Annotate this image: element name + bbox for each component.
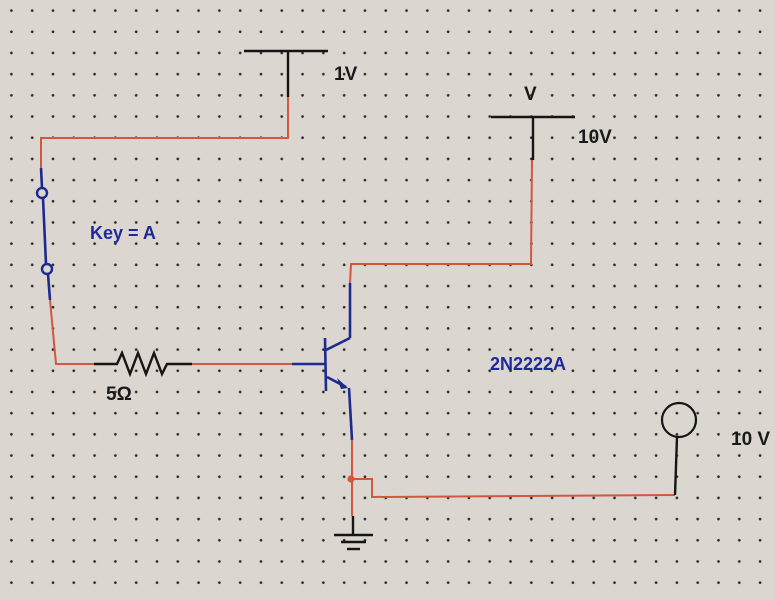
vcc-10v-name-label: V <box>524 84 537 105</box>
probe-lead <box>673 436 679 496</box>
transistor-collector-diag <box>325 336 351 352</box>
wire-vcc1-to-switch <box>40 97 289 168</box>
resistor-5ohm[interactable] <box>94 349 192 378</box>
vcc-10v-value-label: 10V <box>578 127 612 148</box>
ground-symbol[interactable] <box>334 516 373 551</box>
key-switch[interactable] <box>35 167 54 301</box>
resistor-zigzag <box>94 349 192 378</box>
wire-switch-to-resistor <box>49 299 94 365</box>
switch-contact-bottom <box>40 262 54 276</box>
transistor-emitter-lead <box>347 387 354 441</box>
voltage-probe[interactable] <box>660 401 698 496</box>
switch-key-label: Key = A <box>90 223 156 243</box>
switch-contact-top <box>35 186 49 200</box>
probe-circle <box>660 401 698 439</box>
vcc-10v-source[interactable] <box>491 115 575 160</box>
wire-emitter-to-probe <box>351 478 676 499</box>
transistor-emitter-arrow <box>337 378 348 389</box>
wire-collector-to-vcc <box>349 159 533 284</box>
vcc-1v-source[interactable] <box>244 49 328 97</box>
transistor-label: 2N2222A <box>490 354 566 374</box>
vcc-1v-label: 1V <box>334 64 358 85</box>
probe-voltage-label: 10 V <box>731 429 770 450</box>
switch-blade <box>41 197 48 265</box>
transistor-2n2222a[interactable] <box>292 283 354 441</box>
transistor-base-bar <box>323 337 328 392</box>
resistor-label: 5Ω <box>106 384 132 405</box>
switch-lead-top <box>39 167 44 189</box>
switch-lead-bottom <box>46 273 52 301</box>
